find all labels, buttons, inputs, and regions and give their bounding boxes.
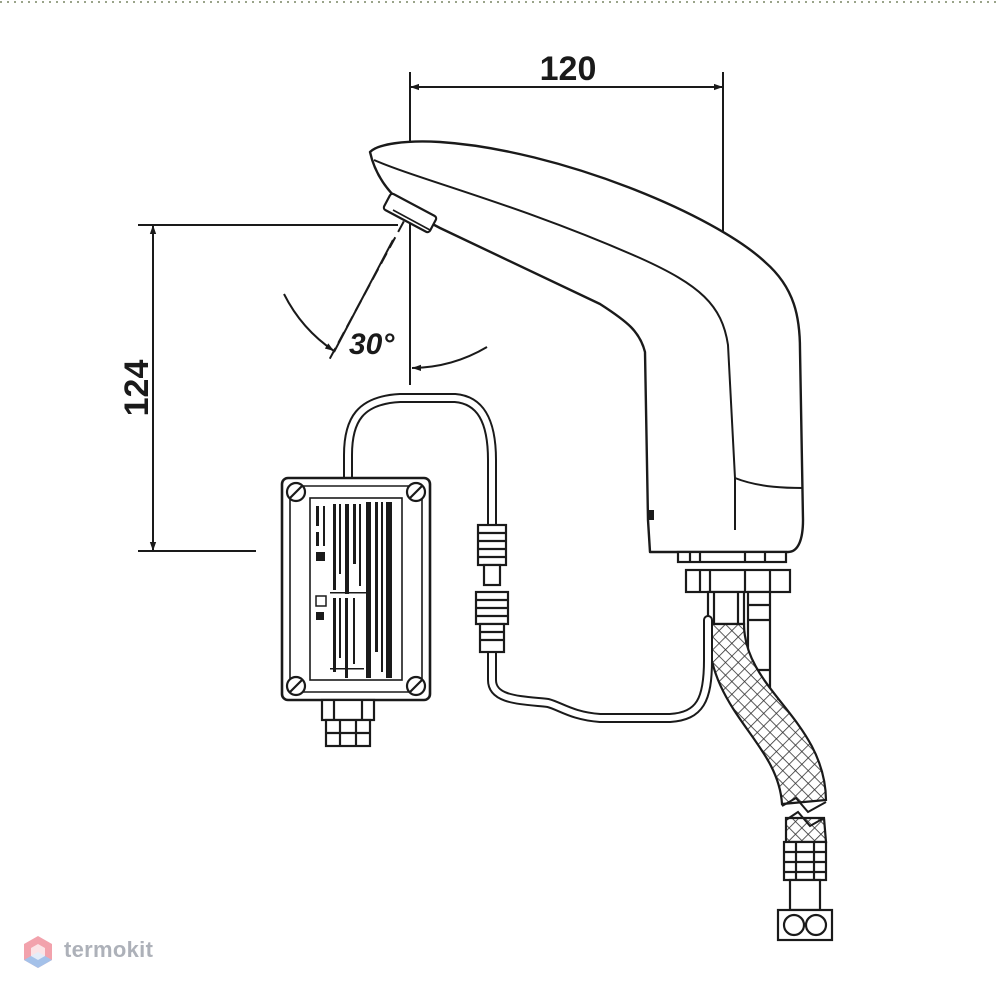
sensor-window [382, 192, 438, 234]
watermark: termokit [24, 934, 153, 966]
mounting-nut [684, 568, 792, 594]
angle-arc-left [283, 293, 335, 352]
cable-bottom-inner [489, 617, 711, 721]
termokit-logo-icon [24, 936, 52, 968]
height-dimension [138, 224, 398, 552]
width-dimension-label: 120 [540, 50, 597, 88]
connector-lower-sleeve [478, 622, 506, 654]
control-box-inner [289, 485, 423, 693]
control-box [280, 476, 432, 748]
faucet-spout-inner-line [373, 159, 736, 479]
angle-extension-line [333, 239, 394, 353]
connector-upper-pin [482, 563, 502, 587]
cable-gland [320, 698, 376, 748]
height-dimension-label: 124 [118, 360, 156, 417]
hose-break-mark [781, 796, 827, 814]
angle-label: 30° [349, 328, 395, 361]
control-box-screws [285, 481, 427, 697]
label-print-lines [315, 502, 392, 678]
watermark-brand: termokit [64, 937, 154, 962]
faucet-spout-outline [368, 140, 805, 554]
cables [343, 393, 713, 723]
cable-connector [474, 523, 510, 654]
faucet-lower-panel [734, 477, 804, 489]
braided-hose [706, 622, 828, 844]
faucet-body [368, 140, 805, 554]
angle-arc-right [411, 346, 488, 372]
hose-end-fitting [776, 840, 834, 942]
cable-top-inner [345, 395, 495, 528]
connector-upper-body [476, 523, 508, 567]
braided-hose-body [706, 622, 828, 806]
indicator-led [648, 510, 654, 520]
base-ring [676, 550, 788, 564]
